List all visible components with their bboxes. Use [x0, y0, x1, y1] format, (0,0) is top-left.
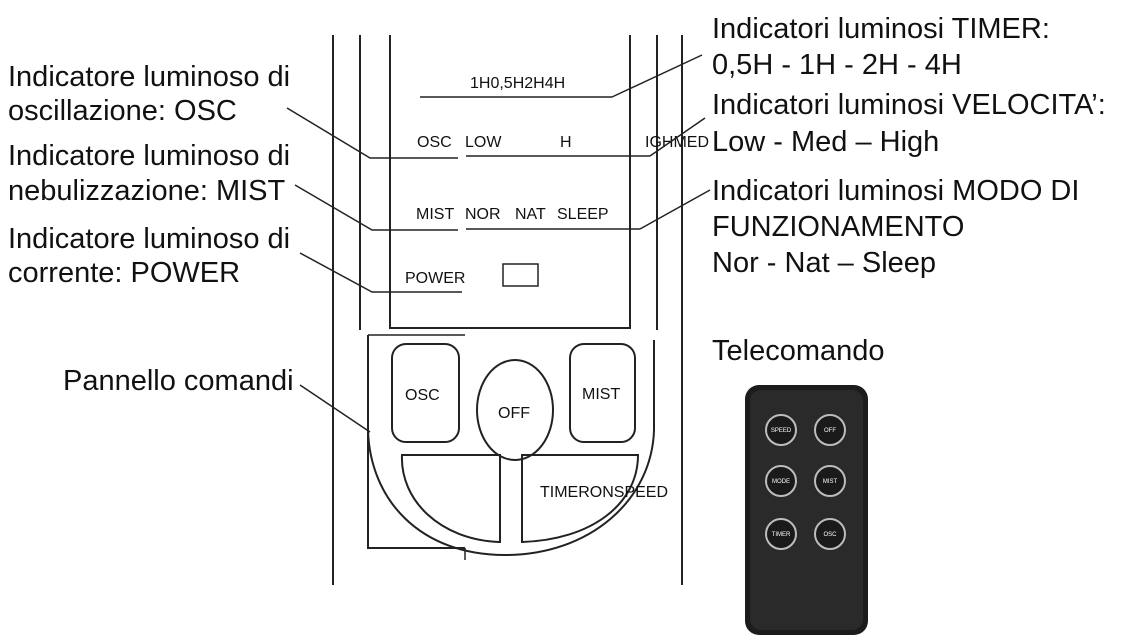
- mist-button-label: MIST: [582, 386, 620, 403]
- timer-annotation-line1: Indicatori luminosi TIMER:: [712, 13, 1050, 45]
- leader-lines: [286, 54, 711, 433]
- timer-annotation-line2: 0,5H - 1H - 2H - 4H: [712, 49, 962, 81]
- mode-annotation-line1: Indicatori luminosi MODO DI: [712, 175, 1079, 207]
- display-window: [502, 263, 539, 287]
- right-annotations: Indicatori luminosi TIMER: 0,5H - 1H - 2…: [712, 13, 1106, 367]
- control-panel-outer-curve: [367, 340, 655, 557]
- remote-osc-button[interactable]: OSC: [814, 518, 846, 550]
- remote-mist-button-ring[interactable]: [814, 465, 846, 497]
- timer-speed-button[interactable]: [521, 454, 640, 544]
- remote-speed-button[interactable]: SPEED: [765, 414, 797, 446]
- display-panel: 1H0,5H2H4H OSC LOW H IGHMED MIST NOR NAT…: [389, 35, 709, 329]
- nat-mode-label: NAT: [515, 206, 546, 223]
- off-button-label: OFF: [498, 405, 530, 422]
- mist-leader-line: [294, 184, 458, 231]
- control-panel-left-bracket: [367, 335, 465, 549]
- control-panel-leader-line: [299, 384, 371, 433]
- timer-speed-button-label: TIMERONSPEED: [540, 484, 668, 501]
- remote-osc-button-ring[interactable]: [814, 518, 846, 550]
- osc-indicator-label: OSC: [417, 134, 452, 151]
- off-button[interactable]: [476, 359, 554, 461]
- power-annotation-line1: Indicatore luminoso di: [8, 223, 290, 255]
- mode-annotation-line2: FUNZIONAMENTO: [712, 211, 964, 243]
- left-annotations: Indicatore luminoso di oscillazione: OSC…: [8, 61, 294, 397]
- remote-timer-button-ring[interactable]: [765, 518, 797, 550]
- high-indicator-label: H: [560, 134, 572, 151]
- remote-off-button[interactable]: OFF: [814, 414, 846, 446]
- timer-indicator-labels: 1H0,5H2H4H: [470, 75, 565, 92]
- osc-leader-line: [286, 107, 458, 159]
- ighmed-indicator-label: IGHMED: [645, 134, 709, 151]
- mist-annotation-line2: nebulizzazione: MIST: [8, 175, 286, 207]
- nor-mode-label: NOR: [465, 206, 501, 223]
- remote-speed-button-ring[interactable]: [765, 414, 797, 446]
- power-leader-line: [299, 252, 462, 293]
- remote-control: SPEED OFF MODE MIST TIMER OSC: [745, 385, 868, 635]
- remote-mode-button[interactable]: MODE: [765, 465, 797, 497]
- power-indicator-label: POWER: [405, 270, 465, 287]
- osc-button-label: OSC: [405, 387, 440, 404]
- power-annotation-line2: corrente: POWER: [8, 257, 240, 289]
- left-bottom-button[interactable]: [400, 454, 501, 544]
- speed-annotation-line1: Indicatori luminosi VELOCITA’:: [712, 89, 1106, 121]
- remote-mist-button[interactable]: MIST: [814, 465, 846, 497]
- display-frame: [389, 35, 631, 329]
- oscillation-annotation-line1: Indicatore luminoso di: [8, 61, 290, 93]
- remote-timer-button[interactable]: TIMER: [765, 518, 797, 550]
- mode-leader-line: [639, 189, 711, 230]
- remote-control-title: Telecomando: [712, 335, 885, 367]
- timer-leader-line: [611, 54, 703, 98]
- mist-button[interactable]: [569, 343, 636, 443]
- remote-speed-button-label: SPEED: [771, 428, 792, 434]
- remote-off-button-label: OFF: [824, 428, 836, 434]
- remote-osc-button-label: OSC: [823, 532, 837, 538]
- remote-control-face: [750, 390, 863, 630]
- mist-annotation-line1: Indicatore luminoso di: [8, 140, 290, 172]
- speed-annotation-line2: Low - Med – High: [712, 126, 939, 158]
- low-indicator-label: LOW: [465, 134, 502, 151]
- speed-leader-line: [649, 117, 706, 157]
- remote-mode-button-label: MODE: [772, 479, 790, 485]
- remote-mist-button-label: MIST: [823, 479, 838, 485]
- remote-off-button-ring[interactable]: [814, 414, 846, 446]
- control-panel-annotation: Pannello comandi: [63, 365, 294, 397]
- remote-mode-button-ring[interactable]: [765, 465, 797, 497]
- mist-indicator-label: MIST: [416, 206, 454, 223]
- mode-annotation-line3: Nor - Nat – Sleep: [712, 247, 936, 279]
- osc-button[interactable]: [391, 343, 460, 443]
- remote-timer-button-label: TIMER: [772, 532, 791, 538]
- sleep-mode-label: SLEEP: [557, 206, 609, 223]
- oscillation-annotation-line2: oscillazione: OSC: [8, 95, 237, 127]
- fan-body: [332, 35, 683, 585]
- control-panel: OSC OFF MIST TIMERONSPEED: [367, 334, 668, 560]
